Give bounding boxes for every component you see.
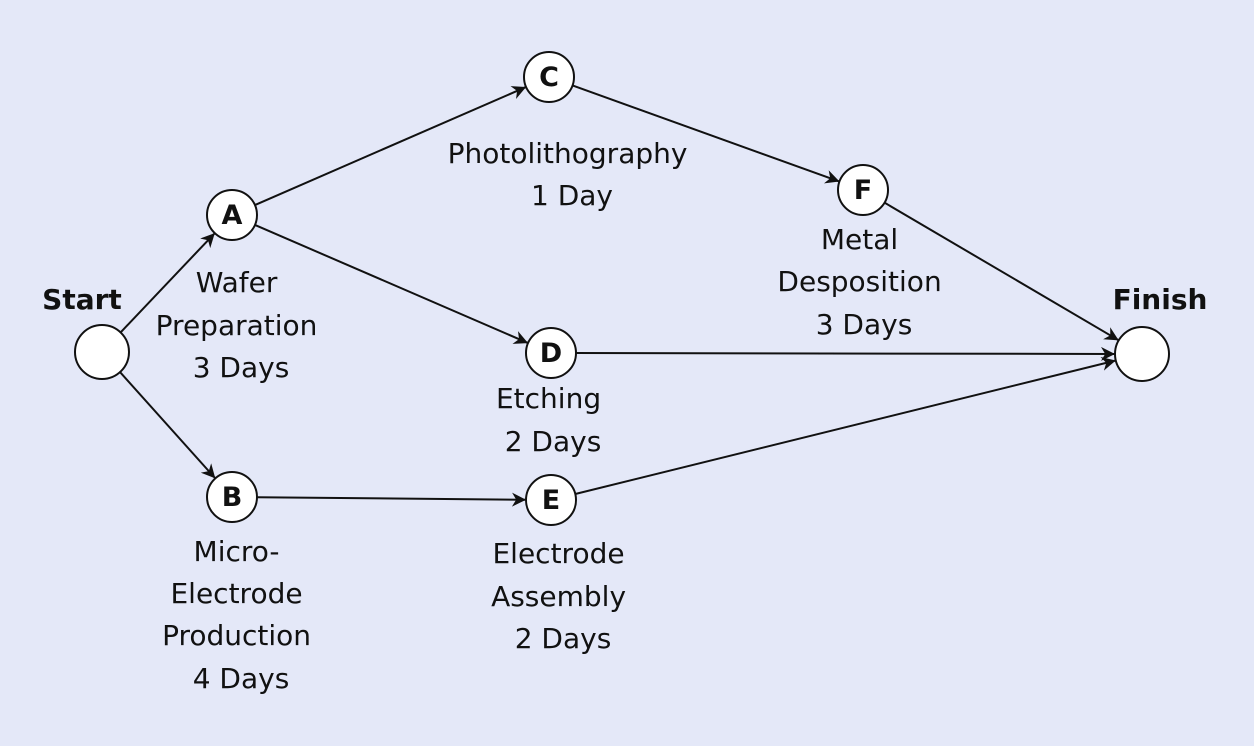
task-a-line-1: Wafer: [196, 266, 278, 299]
edge-a-to-c: [254, 86, 527, 206]
task-e-line-2: Assembly: [491, 580, 626, 613]
node-a: [206, 189, 258, 241]
edge-b-to-e: [256, 492, 527, 507]
edge-start-to-a: [119, 232, 216, 334]
node-e: [525, 474, 577, 526]
edges: [119, 84, 1120, 507]
node-d: [525, 327, 577, 379]
task-c-line-2: 1 Day: [531, 179, 613, 212]
task-f-line-2: Desposition: [777, 265, 941, 298]
node-e-letter: E: [542, 485, 560, 516]
task-b-label: Micro- Electrode Production 4 Days: [162, 535, 320, 695]
start-label: Start: [42, 283, 122, 316]
task-c-line-1: Photolithography: [448, 137, 688, 170]
task-a-line-2: Preparation: [156, 309, 318, 342]
finish-label: Finish: [1113, 283, 1208, 316]
task-f-line-3: 3 Days: [816, 308, 913, 341]
node-d-letter: D: [540, 338, 562, 369]
task-c-label: Photolithography 1 Day: [448, 137, 697, 212]
task-b-line-4: 4 Days: [193, 662, 290, 695]
node-f-letter: F: [854, 175, 872, 206]
edge-a-to-d: [254, 224, 529, 344]
edge-f-to-finish: [884, 201, 1120, 342]
node-f: [837, 164, 889, 216]
start-node: [74, 324, 130, 380]
task-a-line-3: 3 Days: [193, 351, 290, 384]
edge-start-to-b: [119, 371, 217, 480]
task-b-line-1: Micro-: [194, 535, 280, 568]
node-b: [206, 471, 258, 523]
task-f-label: Metal Desposition 3 Days: [777, 223, 950, 341]
task-a-label: Wafer Preparation 3 Days: [156, 266, 327, 384]
edge-d-to-finish: [575, 346, 1116, 361]
finish-node: [1114, 326, 1170, 382]
edge-c-to-f: [572, 84, 840, 184]
task-e-label: Electrode Assembly 2 Days: [491, 537, 635, 655]
task-d-line-2: 2 Days: [505, 425, 602, 458]
edge-e-to-finish: [575, 357, 1117, 495]
task-d-line-1: Etching: [496, 382, 601, 415]
task-b-line-3: Production: [162, 619, 311, 652]
task-d-label: Etching 2 Days: [496, 382, 610, 458]
task-f-line-1: Metal: [821, 223, 898, 256]
node-b-letter: B: [222, 482, 243, 513]
task-b-line-2: Electrode: [170, 577, 302, 610]
task-e-line-1: Electrode: [492, 537, 624, 570]
node-c-letter: C: [539, 62, 559, 93]
node-c: [523, 51, 575, 103]
task-e-line-3: 2 Days: [515, 622, 612, 655]
node-a-letter: A: [222, 200, 243, 231]
